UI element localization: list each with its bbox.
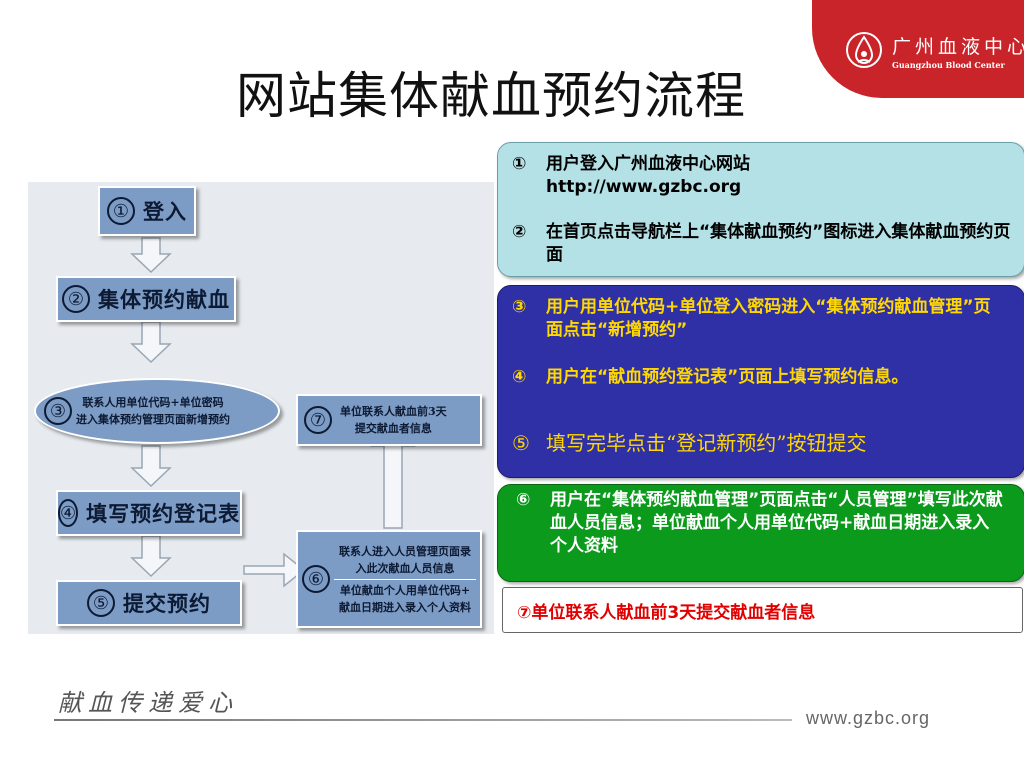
brand-banner: 广州血液中心 Guangzhou Blood Center: [812, 0, 1024, 98]
info-item-3: ③ 用户用单位代码+单位登入密码进入“集体预约献血管理”页面点击“新增预约”: [512, 297, 991, 340]
flow-step-fill-form: ④ 填写预约登记表: [56, 490, 242, 536]
info-item-4: ④ 用户在“献血预约登记表”页面上填写预约信息。: [512, 367, 909, 387]
info-box-donor-submit: ⑦单位联系人献血前3天提交献血者信息: [502, 587, 1023, 633]
info-box-booking: ③ 用户用单位代码+单位登入密码进入“集体预约献血管理”页面点击“新增预约” ④…: [497, 285, 1024, 478]
arrow-right: [243, 552, 306, 588]
brand-name-cn: 广州血液中心: [892, 36, 1024, 58]
flow-step-submit-donors: ⑦ 单位联系人献血前3天 提交献血者信息: [296, 394, 482, 446]
arrow-down-3: [130, 445, 172, 488]
flow-step-login: ① 登入: [98, 186, 196, 236]
flow-step-personnel: ⑥ 联系人进入人员管理页面录 入此次献血人员信息 单位献血个人用单位代码+ 献血…: [296, 530, 482, 628]
info-item-1: ① 用户登入广州血液中心网站 http://www.gzbc.org: [512, 154, 750, 197]
info-box-personnel: ⑥ 用户在“集体预约献血管理”页面点击“人员管理”填写此次献血人员信息；单位献血…: [497, 484, 1024, 582]
flow-step-group-booking: ② 集体预约献血: [56, 276, 236, 322]
info-item-7: ⑦单位联系人献血前3天提交献血者信息: [517, 603, 816, 623]
arrow-down-1: [130, 237, 172, 274]
arrow-down-2: [130, 321, 172, 364]
info-box-login: ① 用户登入广州血液中心网站 http://www.gzbc.org ② 在首页…: [497, 142, 1024, 277]
blood-center-emblem-icon: [846, 32, 882, 68]
info-item-6: ⑥ 用户在“集体预约献血管理”页面点击“人员管理”填写此次献血人员信息；单位献血…: [516, 490, 1003, 556]
info-item-5: ⑤ 填写完毕点击“登记新预约”按钮提交: [512, 431, 867, 455]
info-item-2: ② 在首页点击导航栏上“集体献血预约”图标进入集体献血预约页面: [512, 222, 1011, 265]
footer-slogan: 献血传递爱心: [58, 689, 238, 717]
footer-url: www.gzbc.org: [806, 708, 931, 728]
flow-arrows: [130, 237, 416, 588]
footer-divider: [54, 719, 792, 721]
brand-name-en: Guangzhou Blood Center: [892, 60, 1005, 70]
flow-step-new-booking: ③ 联系人用单位代码+单位密码 进入集体预约管理页面新增预约: [34, 378, 280, 444]
arrow-down-4: [130, 535, 172, 578]
flow-step-submit: ⑤ 提交预约: [56, 580, 242, 626]
page-title: 网站集体献血预约流程: [236, 67, 746, 125]
flowchart: ① 登入 ② 集体预约献血 ③ 联系人用单位代码+单位密码 进入集体预约管理页面…: [28, 182, 494, 634]
